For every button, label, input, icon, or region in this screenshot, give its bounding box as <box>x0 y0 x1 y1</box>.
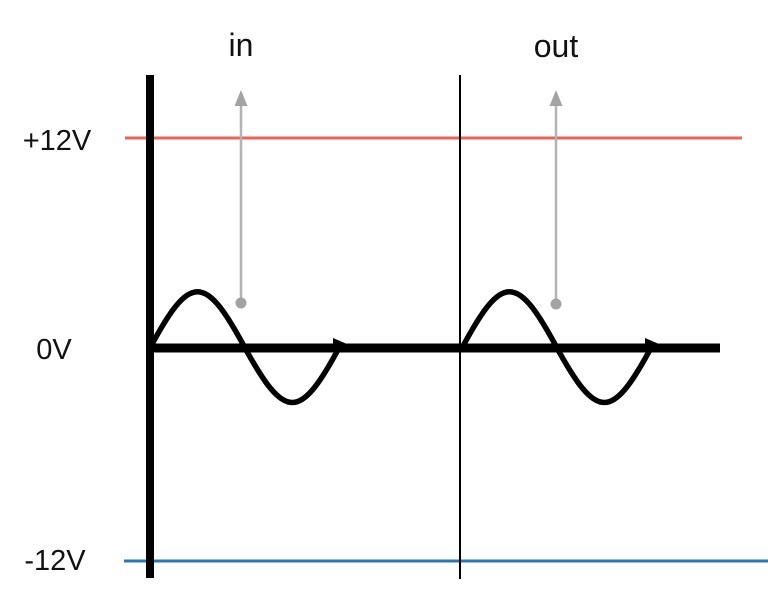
input-waveform <box>147 289 343 406</box>
in-label: in <box>229 27 254 63</box>
output-waveform <box>459 289 655 406</box>
out-headroom-arrow <box>549 90 563 310</box>
out-label: out <box>534 28 579 64</box>
negative-rail-label: -12V <box>24 545 86 577</box>
arrow-dot <box>235 297 247 309</box>
in-headroom-arrow <box>234 90 248 309</box>
zero-voltage-label: 0V <box>36 334 72 366</box>
output-waveform-end-tick <box>645 338 659 350</box>
arrow-up-icon <box>234 90 248 106</box>
input-waveform-end-tick <box>333 338 347 350</box>
arrow-up-icon <box>549 90 563 106</box>
arrow-dot <box>550 298 562 310</box>
positive-rail-label: +12V <box>23 125 92 157</box>
